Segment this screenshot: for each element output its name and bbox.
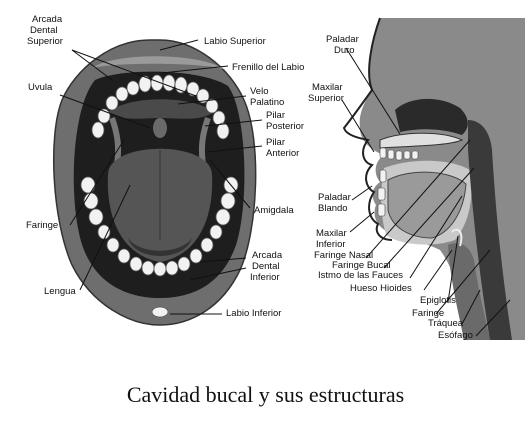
profile-tongue (387, 171, 467, 239)
label-istmo-de-las-fauces: Istmo de las Fauces (318, 270, 403, 281)
mouth-leader-lines (59, 39, 263, 315)
pharynx-column (468, 120, 512, 340)
label-arcada-dental-superior: Arcada Dental Superior (27, 14, 65, 47)
label-faringe-profile: Faringe (412, 308, 444, 319)
nasal-cavity (395, 98, 468, 135)
hard-palate (379, 132, 464, 149)
trachea (448, 243, 490, 340)
lower-lip-frenulum (151, 306, 169, 318)
label-traquea: Tráquea (428, 318, 464, 329)
profile-leader-lines (341, 47, 511, 337)
profile-lower-teeth (377, 169, 387, 217)
upper-teeth (91, 74, 230, 140)
label-lengua: Lengua (44, 286, 76, 297)
label-esofago: Esófago (438, 330, 473, 341)
label-paladar-blando: Paladar Blando (318, 192, 353, 214)
label-epiglotis: Epiglotis (420, 295, 456, 306)
label-hueso-hioides: Hueso Hioides (350, 283, 412, 294)
label-faringe-bucal: Faringe Bucal (332, 260, 391, 271)
upper-lip (92, 56, 226, 70)
profile-upper-teeth (379, 147, 419, 161)
label-arcada-dental-inferior: Arcada Dental Inferior (250, 250, 285, 283)
label-frenillo-del-labio: Frenillo del Labio (232, 62, 304, 73)
label-labio-inferior: Labio Inferior (226, 308, 281, 319)
tongue-underside (128, 238, 192, 256)
profile-labels: Paladar Duro Maxilar Superior Paladar Bl… (308, 34, 473, 341)
label-velo-palatino: Velo Palatino (250, 86, 284, 108)
label-pilar-anterior: Pilar Anterior (266, 137, 299, 159)
mouth-labels: Arcada Dental Superior Labio Superior Fr… (26, 14, 304, 319)
epiglottis-shape (451, 228, 463, 247)
label-uvula: Uvula (28, 82, 53, 93)
figure-caption: Cavidad bucal y sus estructuras (126, 382, 405, 407)
label-amigdala: Amigdala (254, 205, 294, 216)
label-faringe-mouth: Faringe (26, 220, 58, 231)
label-paladar-duro: Paladar Duro (326, 34, 361, 56)
label-labio-superior: Labio Superior (204, 36, 266, 47)
label-maxilar-inferior: Maxilar Inferior (316, 228, 349, 250)
label-maxilar-superior: Maxilar Superior (308, 82, 345, 104)
soft-palate (108, 99, 214, 119)
label-pilar-posterior: Pilar Posterior (266, 110, 304, 132)
uvula-shape (153, 118, 167, 138)
sagittal-profile-illustration (342, 17, 525, 340)
label-faringe-nasal: Faringe Nasal (314, 250, 373, 261)
